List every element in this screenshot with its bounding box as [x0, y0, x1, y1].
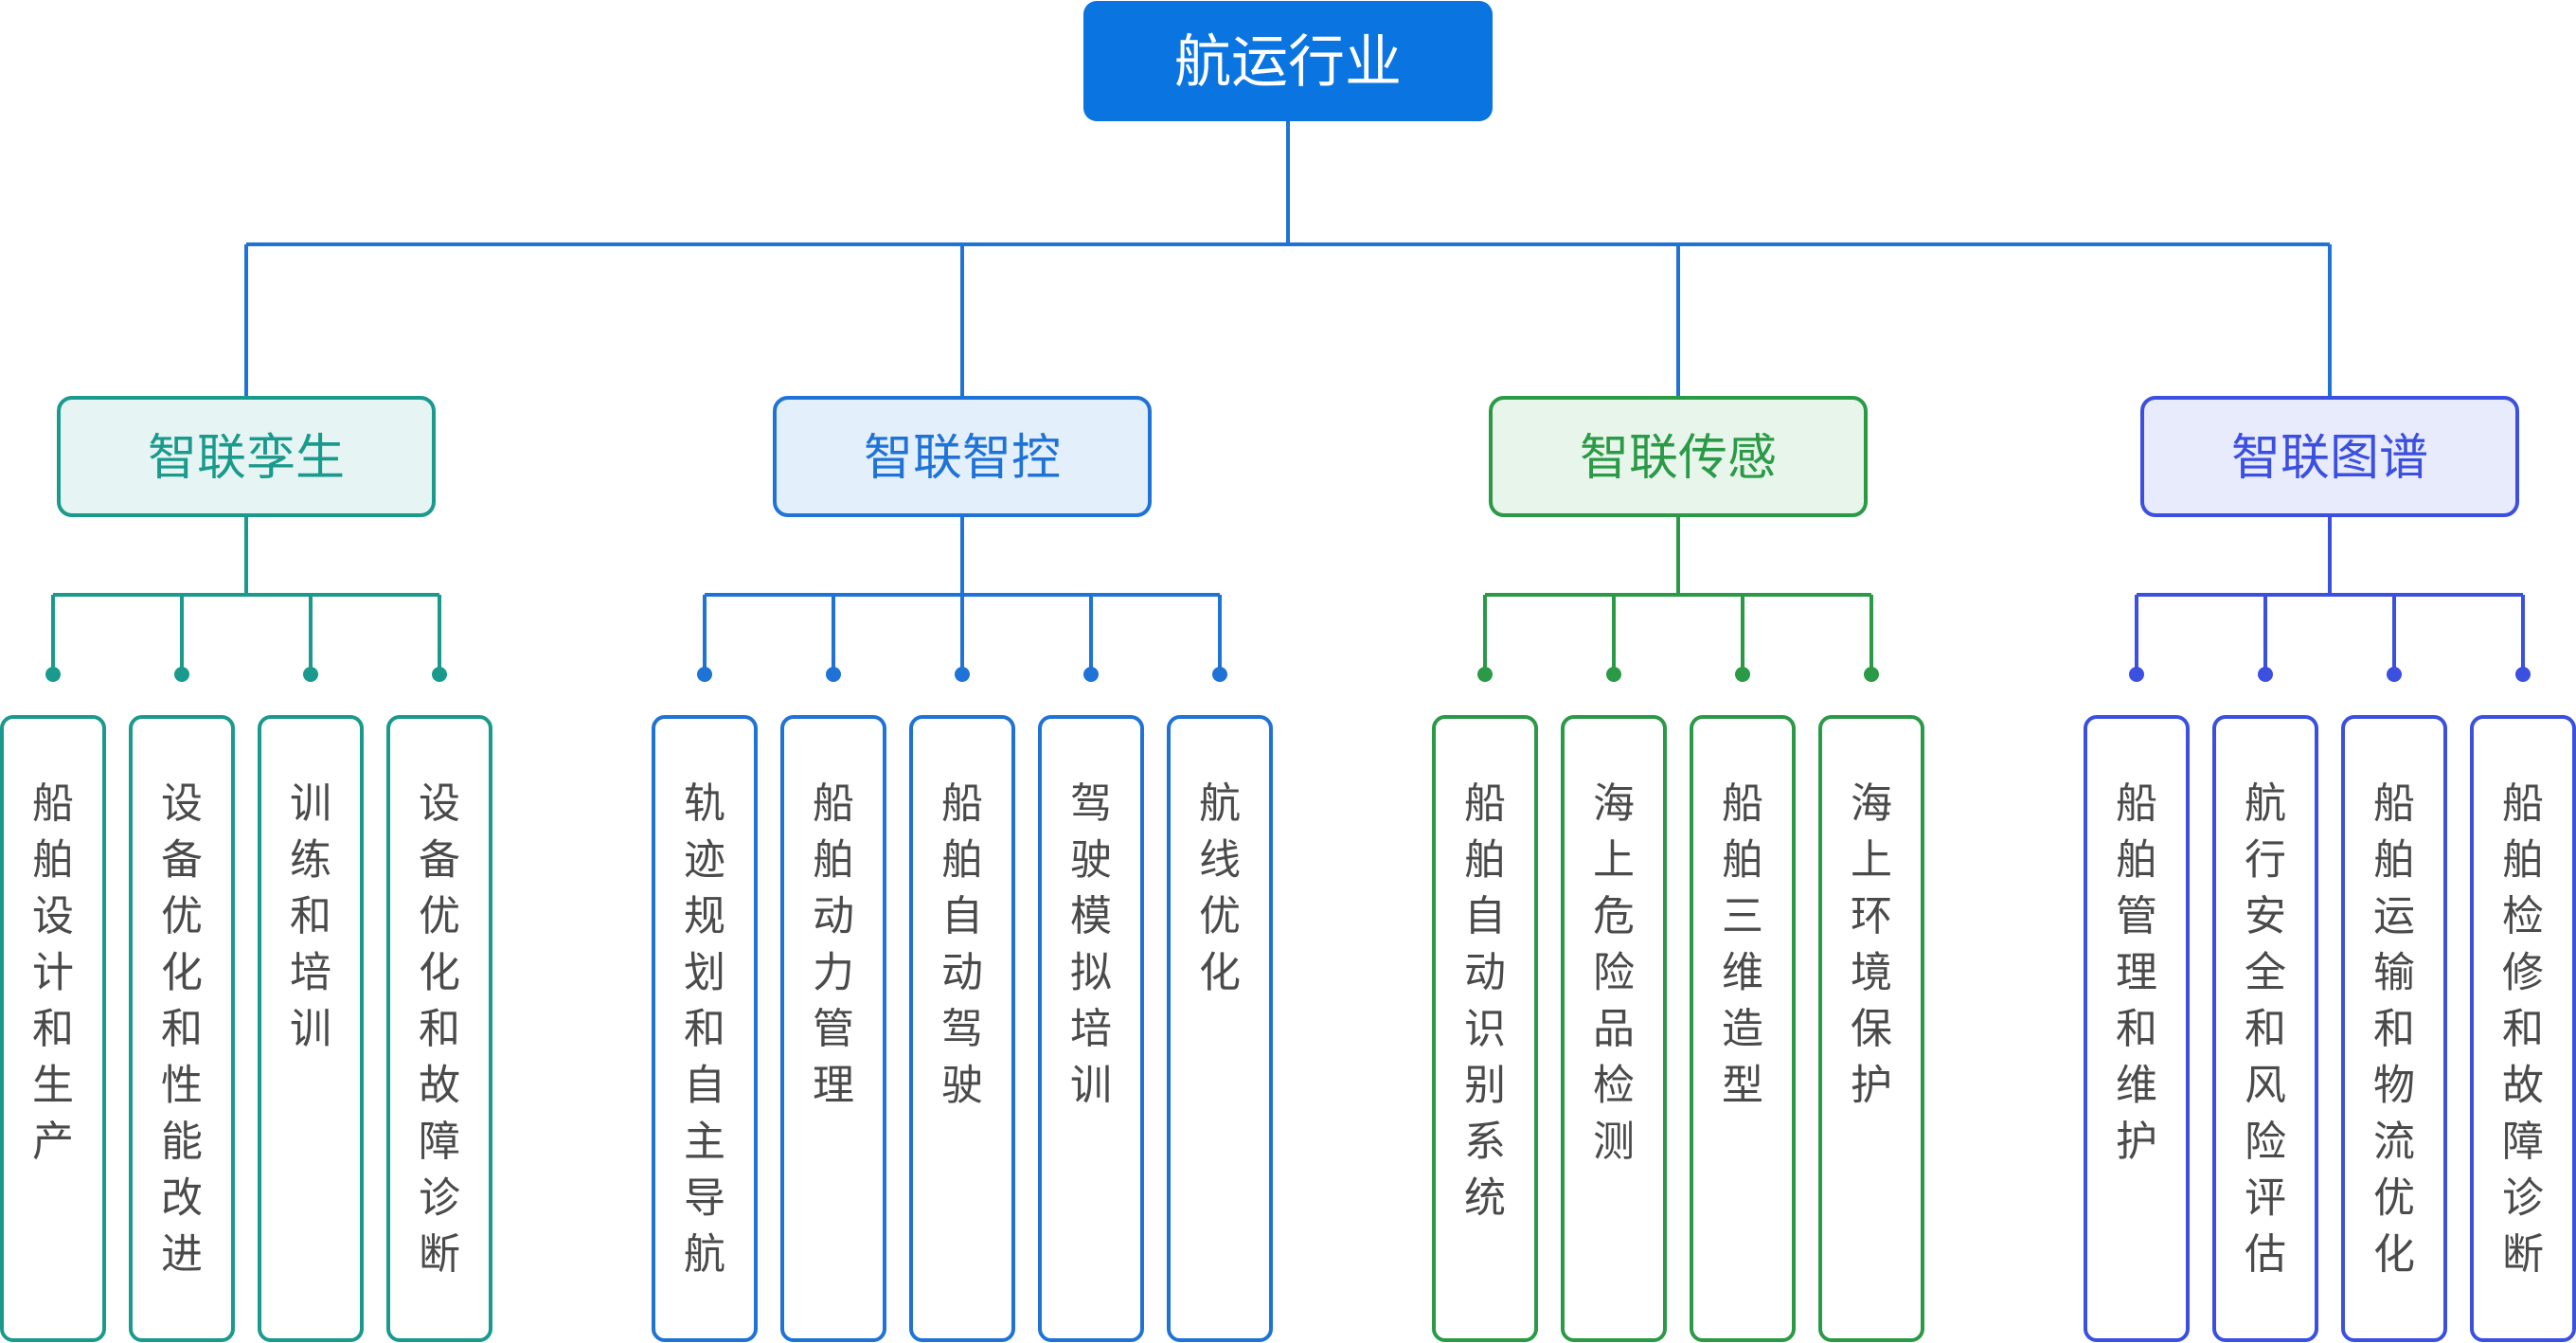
leaf-node-label: 海上危险品检测: [1593, 779, 1635, 1166]
leaf-node-box: [1561, 715, 1667, 1342]
leaf-node-label: 航线优化: [1199, 779, 1241, 997]
leaf-node: 航行安全和风险评估: [2212, 715, 2318, 1342]
leaf-node: 训练和培训: [258, 715, 364, 1342]
leaf-connector-dot: [2258, 667, 2273, 682]
leaf-node-label: 训练和培训: [290, 779, 331, 1053]
leaf-node-box: [258, 715, 364, 1342]
leaf-connector-dot: [955, 667, 970, 682]
leaf-node-box: [1038, 715, 1144, 1342]
leaf-connector-dot: [1864, 667, 1879, 682]
root-node-box: [1083, 1, 1493, 121]
leaf-connector-dot: [697, 667, 712, 682]
leaf-node: 驾驶模拟培训: [1038, 715, 1144, 1342]
leaf-node-box: [652, 715, 758, 1342]
category-node-label: 智联传感: [1580, 430, 1777, 487]
category-nodes: 智联孪生 智联智控 智联传感 智联图谱: [57, 396, 2519, 517]
leaf-node: 船舶三维造型: [1690, 715, 1796, 1342]
leaf-node-label: 船舶设计和生产: [32, 779, 74, 1166]
category-node-box: [1489, 396, 1868, 517]
category-node-box: [57, 396, 436, 517]
leaf-node-box: [2212, 715, 2318, 1342]
root-node-label: 航运行业: [1174, 29, 1402, 96]
leaf-node: 船舶自动识别系统: [1432, 715, 1538, 1342]
leaf-node: 船舶管理和维护: [2084, 715, 2190, 1342]
leaf-node-box: [2470, 715, 2576, 1342]
leaf-nodes: 船舶设计和生产 设备优化和性能改进 训练和培训 设备优化和故障诊断 轨迹规划和自主导航 船…: [0, 715, 2576, 1342]
leaf-node: 船舶设计和生产: [0, 715, 106, 1342]
leaf-node: 轨迹规划和自主导航: [652, 715, 758, 1342]
leaf-node: 船舶自动驾驶: [909, 715, 1015, 1342]
category-node-box: [2140, 396, 2519, 517]
leaf-node-label: 船舶自动识别系统: [1464, 779, 1506, 1223]
leaf-node-box: [386, 715, 492, 1342]
leaf-node-label: 设备优化和故障诊断: [419, 779, 460, 1279]
leaf-connector-dot: [432, 667, 447, 682]
leaf-node: 海上环境保护: [1818, 715, 1924, 1342]
leaf-connector-dot: [45, 667, 61, 682]
leaf-node-box: [780, 715, 886, 1342]
category-node: 智联孪生: [57, 396, 436, 517]
leaf-connector-dot: [826, 667, 841, 682]
category-node: 智联图谱: [2140, 396, 2519, 517]
leaf-node: 船舶动力管理: [780, 715, 886, 1342]
leaf-node-box: [909, 715, 1015, 1342]
leaf-connector-dot: [1083, 667, 1099, 682]
leaf-node-box: [1432, 715, 1538, 1342]
leaf-connector-dot: [1212, 667, 1227, 682]
leaf-node: 海上危险品检测: [1561, 715, 1667, 1342]
leaf-node-label: 设备优化和性能改进: [161, 779, 203, 1279]
category-node-label: 智联图谱: [2231, 430, 2428, 487]
leaf-node: 航线优化: [1167, 715, 1273, 1342]
leaf-node-box: [0, 715, 106, 1342]
leaf-node-label: 轨迹规划和自主导航: [684, 779, 725, 1279]
leaf-node-box: [129, 715, 235, 1342]
leaf-node: 设备优化和性能改进: [129, 715, 235, 1342]
leaf-connector-dot: [1735, 667, 1750, 682]
leaf-node-label: 船舶动力管理: [813, 779, 854, 1110]
category-node: 智联传感: [1489, 396, 1868, 517]
category-node-label: 智联孪生: [148, 430, 345, 487]
leaf-node-label: 驾驶模拟培训: [1070, 779, 1112, 1110]
leaf-node-box: [1818, 715, 1924, 1342]
category-node: 智联智控: [773, 396, 1152, 517]
leaf-connector-dot: [2129, 667, 2144, 682]
leaf-node: 设备优化和故障诊断: [386, 715, 492, 1342]
leaf-connector-dot: [2515, 667, 2531, 682]
leaf-node-label: 船舶三维造型: [1722, 779, 1763, 1110]
leaf-node-label: 航行安全和风险评估: [2245, 779, 2286, 1279]
leaf-node-label: 船舶管理和维护: [2116, 779, 2157, 1166]
leaf-node: 船舶运输和物流优化: [2341, 715, 2447, 1342]
leaf-node-box: [1167, 715, 1273, 1342]
root-node: 航运行业: [1083, 1, 1493, 121]
connector-lines: [45, 121, 2531, 682]
leaf-node-label: 船舶运输和物流优化: [2373, 779, 2415, 1279]
leaf-connector-dot: [303, 667, 318, 682]
leaf-node: 船舶检修和故障诊断: [2470, 715, 2576, 1342]
leaf-node-label: 船舶自动驾驶: [941, 779, 983, 1110]
leaf-connector-dot: [2387, 667, 2402, 682]
leaf-connector-dot: [174, 667, 189, 682]
category-node-box: [773, 396, 1152, 517]
leaf-node-box: [1690, 715, 1796, 1342]
leaf-node-label: 海上环境保护: [1851, 779, 1892, 1110]
category-node-label: 智联智控: [864, 430, 1061, 487]
leaf-node-label: 船舶检修和故障诊断: [2502, 779, 2544, 1279]
leaf-node-box: [2341, 715, 2447, 1342]
leaf-connector-dot: [1606, 667, 1621, 682]
leaf-connector-dot: [1477, 667, 1493, 682]
leaf-node-box: [2084, 715, 2190, 1342]
